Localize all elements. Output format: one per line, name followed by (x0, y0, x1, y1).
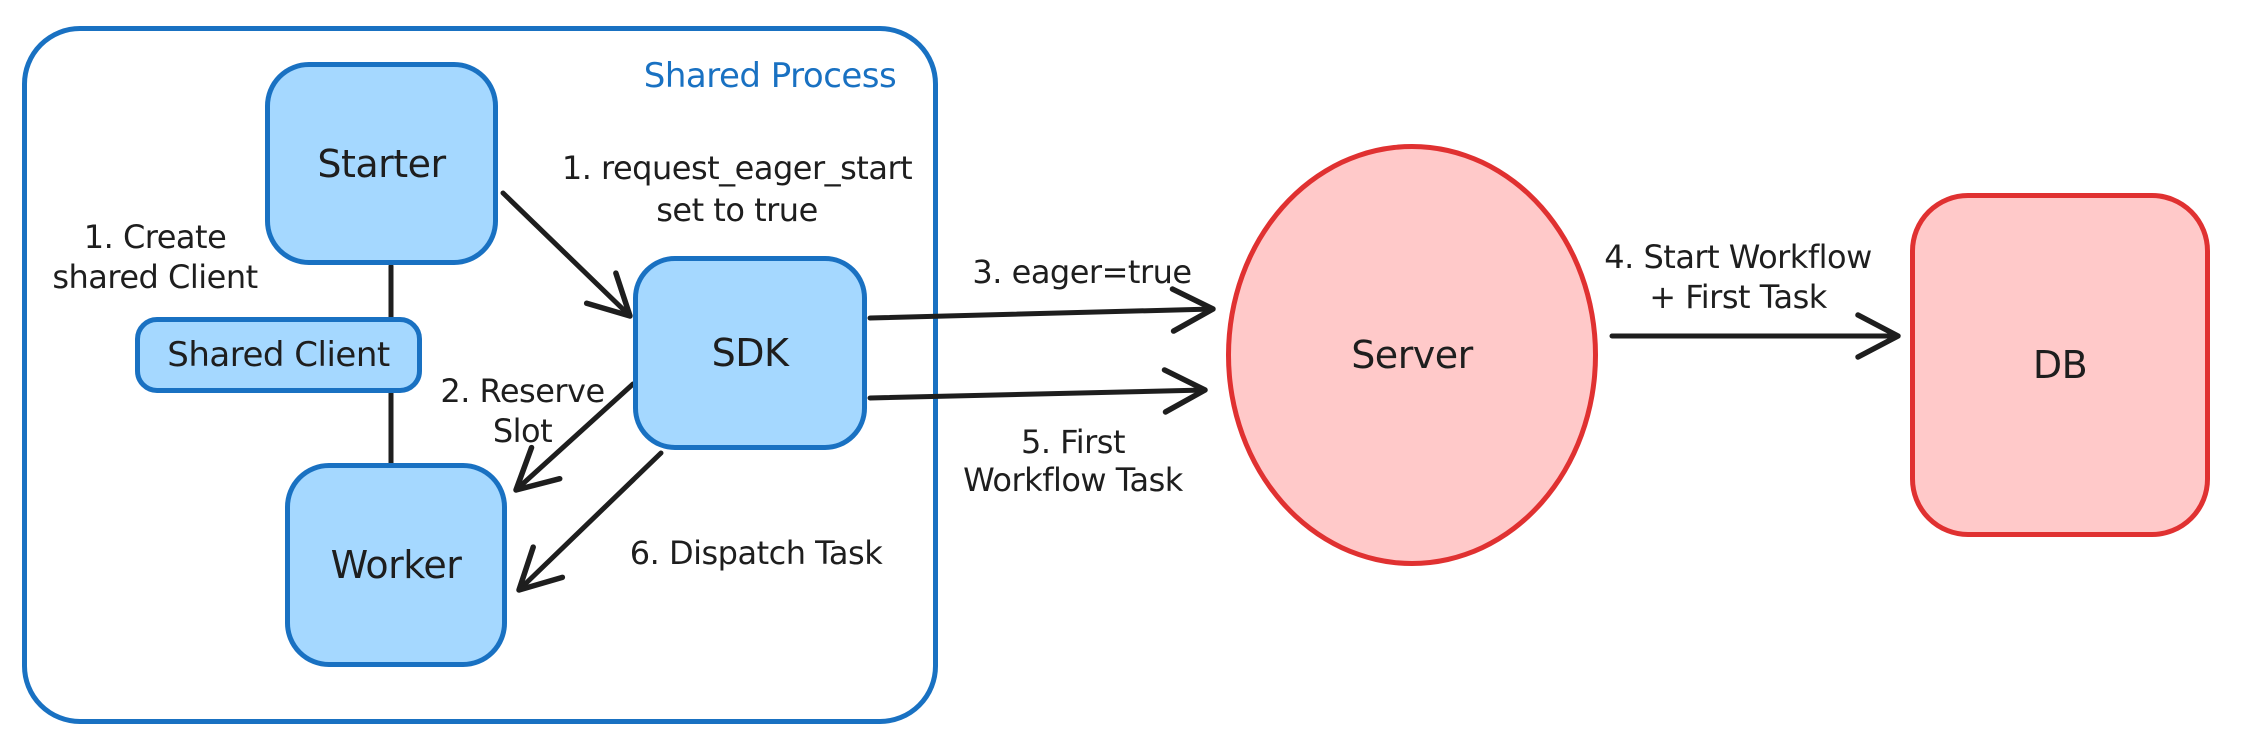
starter-label: Starter (317, 141, 446, 186)
arrow-starter-to-sdk (500, 190, 633, 319)
shared-client-node: Shared Client (135, 317, 422, 393)
annotation-line: shared Client (52, 258, 258, 296)
db-label: DB (2032, 343, 2088, 387)
annotation-line: Slot (492, 412, 553, 450)
shared-process-container (22, 26, 938, 724)
annotation-create-shared-client: 1. Create shared Client (35, 217, 275, 297)
sdk-label: SDK (711, 331, 789, 375)
annotation-line: 1. request_eager_start (561, 149, 913, 187)
annotation-line: 2. Reserve (440, 372, 605, 410)
shared-process-label: Shared Process (643, 56, 897, 96)
arrow-sdk-to-server-eager (867, 286, 1216, 334)
annotation-line: Workflow Task (963, 461, 1183, 499)
worker-node: Worker (285, 463, 507, 667)
arrow-sdk-to-server-first-task (867, 367, 1208, 415)
annotation-eager-true: 3. eager=true (930, 252, 1234, 292)
sdk-node: SDK (633, 256, 867, 450)
server-node: Server (1226, 144, 1598, 566)
annotation-line: 4. Start Workflow (1604, 238, 1872, 276)
annotation-line: + First Task (1649, 278, 1827, 316)
shared-client-label: Shared Client (167, 335, 390, 375)
starter-node: Starter (265, 62, 498, 265)
annotation-line: 3. eager=true (972, 253, 1192, 291)
annotation-line: 1. Create (83, 218, 227, 256)
annotation-reserve-slot: 2. Reserve Slot (420, 371, 625, 451)
arrow-sdk-dispatch-task (516, 450, 664, 593)
annotation-dispatch-task: 6. Dispatch Task (555, 533, 957, 573)
annotation-line: 5. First (1020, 423, 1126, 461)
worker-label: Worker (330, 543, 462, 587)
annotation-start-workflow: 4. Start Workflow + First Task (1585, 237, 1891, 317)
server-label: Server (1351, 333, 1473, 377)
annotation-first-workflow-task: 5. First Workflow Task (920, 423, 1226, 499)
arrow-sdk-reserve-slot (513, 381, 636, 493)
db-node: DB (1910, 193, 2210, 537)
annotation-request-eager-start: 1. request_eager_start set to true (527, 147, 947, 231)
annotation-line: 6. Dispatch Task (629, 534, 883, 572)
annotation-line: set to true (656, 191, 818, 229)
